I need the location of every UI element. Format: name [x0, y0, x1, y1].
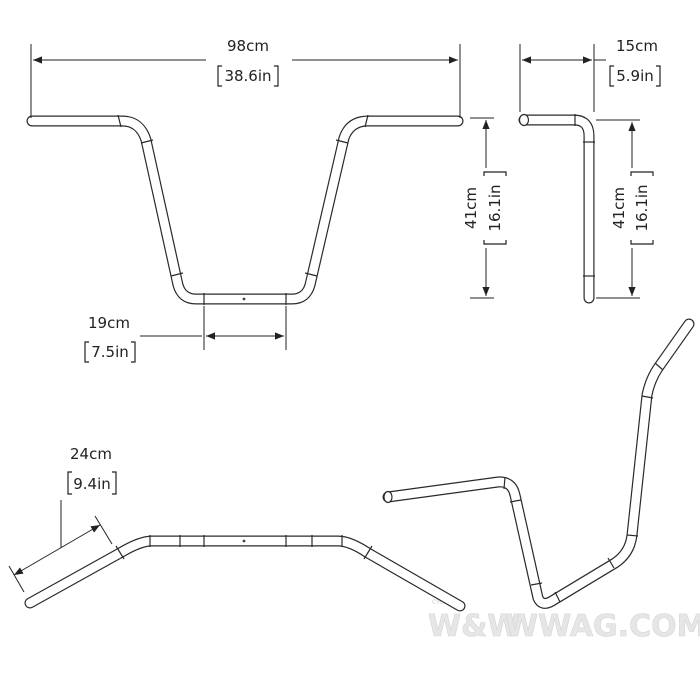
front-view: 98cm 38.6in 19cm 7.5in 41cm 16.1in: [26, 37, 507, 363]
width-metric-label: 98cm: [227, 37, 269, 55]
pullback-metric-label: 15cm: [616, 37, 658, 55]
center-width-dimension: 19cm 7.5in: [84, 306, 287, 363]
rise-front-imperial-label: 16.1in: [486, 184, 504, 231]
grip-length-dimension: 24cm 9.4in: [8, 445, 117, 593]
grip-length-metric-label: 24cm: [70, 445, 112, 463]
rise-side-metric-label: 41cm: [610, 187, 628, 229]
pullback-imperial-label: 5.9in: [616, 67, 654, 85]
side-view: 15cm 5.9in 41cm 16.1in: [518, 37, 661, 304]
center-width-metric-label: 19cm: [88, 314, 130, 332]
pullback-dimension: 15cm 5.9in: [519, 37, 661, 112]
width-dimension: 98cm 38.6in: [30, 37, 461, 118]
side-view-handlebar: [518, 113, 595, 304]
rise-side-imperial-label: 16.1in: [633, 184, 651, 231]
grip-length-imperial-label: 9.4in: [73, 475, 111, 493]
watermark-brand: W&W: [428, 609, 520, 644]
rise-side-dimension: 41cm 16.1in: [596, 119, 654, 299]
width-imperial-label: 38.6in: [224, 67, 271, 85]
front-view-handlebar: [26, 114, 464, 305]
center-width-imperial-label: 7.5in: [91, 343, 129, 361]
top-view-handlebar: [24, 535, 466, 612]
watermark-site: WWAG.COM: [505, 609, 700, 644]
rise-front-dimension: 41cm 16.1in: [462, 117, 507, 299]
perspective-view: [382, 318, 695, 609]
top-view: 24cm 9.4in: [8, 445, 466, 612]
watermark: W&W CYCLES WWAG.COM: [428, 599, 700, 644]
rise-front-metric-label: 41cm: [462, 187, 480, 229]
